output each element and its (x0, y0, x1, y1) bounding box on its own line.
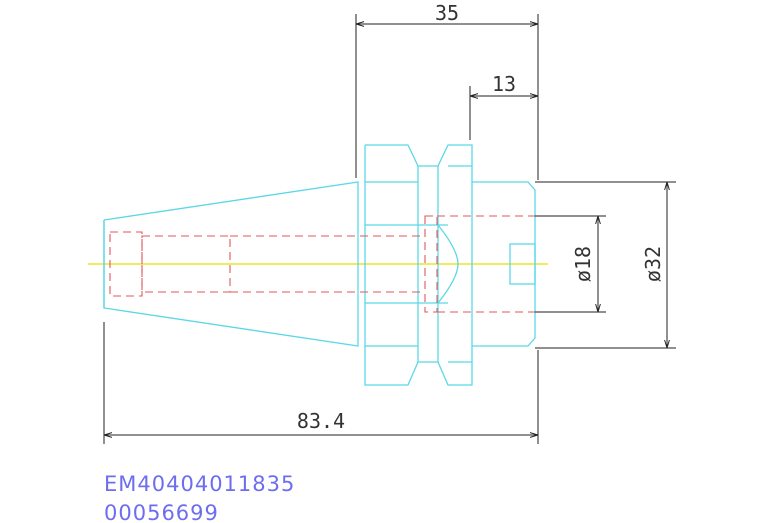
hidden-bore (109, 215, 535, 313)
dim-diameter-32-label: ø32 (641, 246, 665, 282)
part-outline (103, 144, 536, 386)
dim-13-label: 13 (492, 72, 516, 96)
identification-block: EM40404011835 00056699 (104, 470, 295, 523)
part-number: EM40404011835 (104, 472, 296, 496)
serial-number: 00056699 (104, 501, 219, 523)
dim-diameter-18-label: ø18 (571, 246, 595, 282)
dim-83-4-label: 83.4 (297, 409, 345, 433)
dimension-lines (103, 14, 676, 444)
dim-35-label: 35 (435, 1, 459, 25)
